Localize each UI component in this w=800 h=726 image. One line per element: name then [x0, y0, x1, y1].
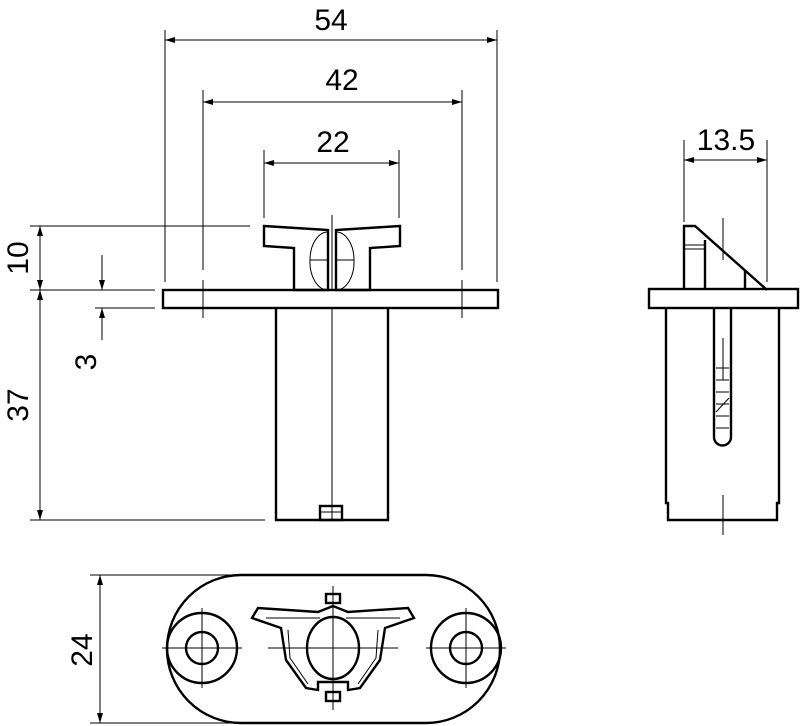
dimension-label: 22: [316, 126, 349, 159]
dimension-label: 3: [70, 354, 103, 371]
side-view: [647, 218, 800, 535]
dimension-3: 3: [70, 255, 155, 370]
dimension-10: 10: [2, 225, 250, 291]
dimension-42: 42: [202, 64, 463, 270]
dimension-label: 13.5: [697, 124, 755, 157]
dimension-label: 42: [325, 64, 358, 97]
dimension-24: 24: [66, 574, 240, 724]
dimension-label: 54: [314, 4, 347, 37]
dimension-label: 10: [2, 241, 35, 274]
dimension-13-5: 13.5: [683, 124, 768, 282]
bottom-view: [162, 573, 506, 725]
dimension-22: 22: [263, 126, 400, 218]
dimension-label: 24: [66, 633, 99, 666]
dimension-54: 54: [164, 4, 498, 282]
front-view: [161, 215, 500, 522]
dimension-label: 37: [2, 388, 35, 421]
dimension-37: 37: [2, 290, 265, 521]
